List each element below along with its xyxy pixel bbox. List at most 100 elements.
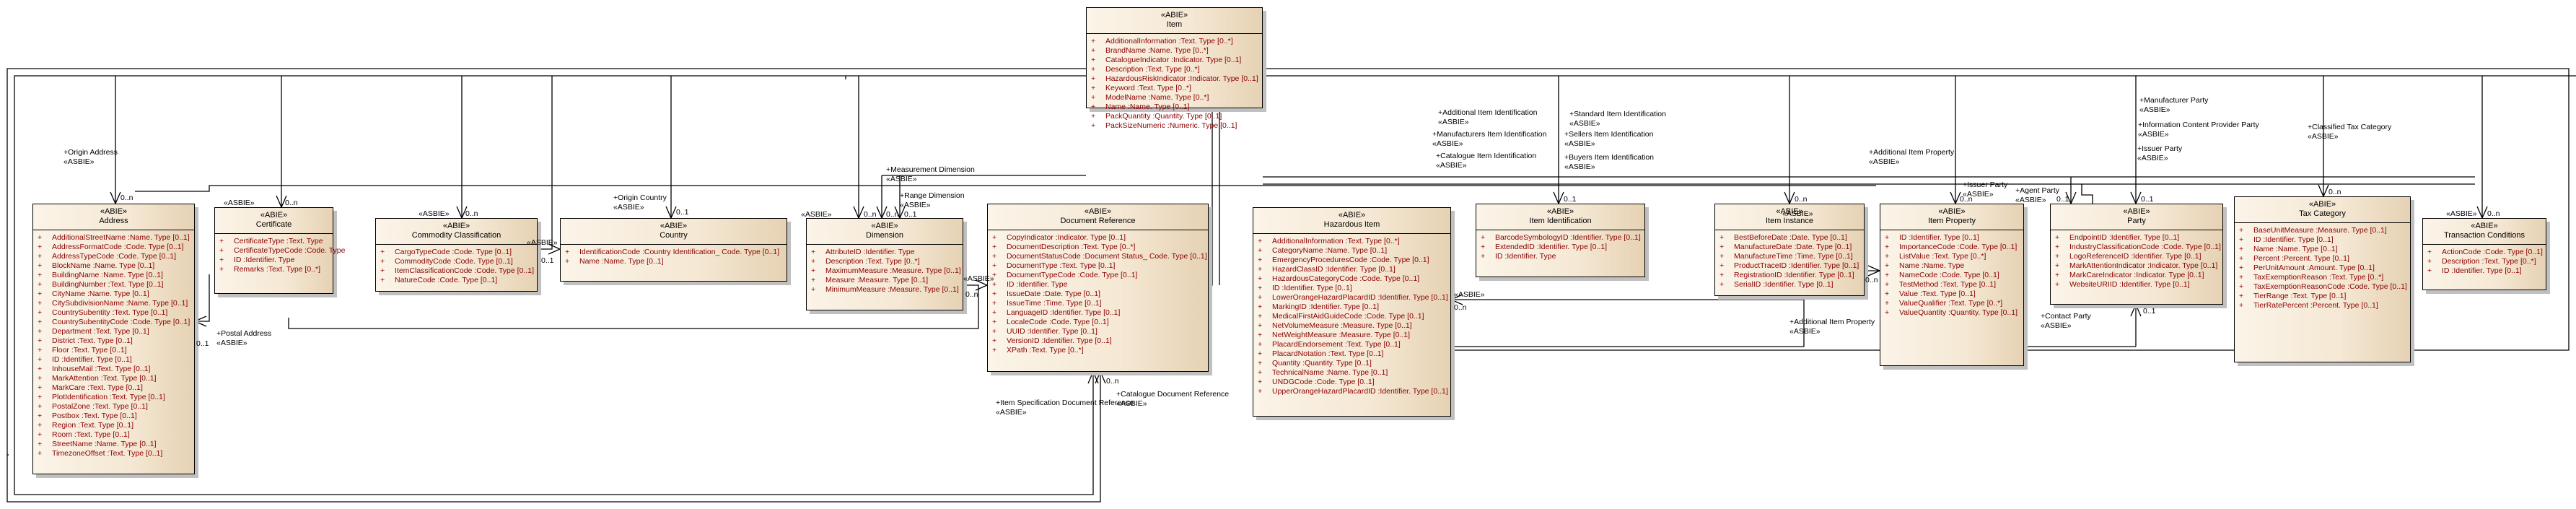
attribute-row[interactable]: +AddressTypeCode :Code. Type [0..1] (38, 252, 190, 261)
class-iteminst[interactable]: «ABIE»Item Instance+BestBeforeDate :Date… (1714, 204, 1865, 296)
class-hazard[interactable]: «ABIE»Hazardous Item+AdditionalInformati… (1253, 207, 1451, 417)
attribute-row[interactable]: +PlacardEndorsement :Text. Type [0..1] (1258, 340, 1446, 349)
attribute-row[interactable]: +UpperOrangeHazardPlacardID :Identifier.… (1258, 387, 1448, 396)
attribute-row[interactable]: +Floor :Text. Type [0..1] (38, 346, 190, 355)
attribute-row[interactable]: +IssueTime :Time. Type [0..1] (992, 299, 1204, 308)
attribute-row[interactable]: +BuildingName :Name. Type [0..1] (38, 271, 190, 280)
attribute-row[interactable]: +CityName :Name. Type [0..1] (38, 290, 190, 299)
attribute-row[interactable]: +CategoryName :Name. Type [0..1] (1258, 246, 1446, 256)
attribute-row[interactable]: +Name :Name. Type [0..1] (2239, 245, 2406, 254)
class-tax[interactable]: «ABIE»Tax Category+BaseUnitMeasure :Meas… (2234, 196, 2411, 362)
attribute-row[interactable]: +AdditionalStreetName :Name. Type [0..1] (38, 233, 190, 243)
attribute-row[interactable]: +CitySubdivisionName :Name. Type [0..1] (38, 299, 190, 308)
attribute-row[interactable]: +BestBeforeDate :Date. Type [0..1] (1719, 233, 1859, 243)
attribute-row[interactable]: +IdentificationCode :Country Identificat… (565, 248, 782, 257)
attribute-row[interactable]: +NameCode :Code. Type [0..1] (1885, 271, 2019, 280)
class-country[interactable]: «ABIE»Country+IdentificationCode :Countr… (560, 218, 787, 282)
attribute-row[interactable]: +MarkAttentionIndicator :Indicator. Type… (2055, 261, 2218, 271)
attribute-row[interactable]: +Remarks :Text. Type [0..*] (219, 265, 328, 274)
attribute-row[interactable]: +AddressFormatCode :Code. Type [0..1] (38, 243, 190, 252)
association-line[interactable] (538, 76, 553, 250)
attribute-row[interactable]: +IndustryClassificationCode :Code. Type … (2055, 243, 2221, 252)
attribute-row[interactable]: +BarcodeSymbologyID :Identifier. Type [0… (1481, 233, 1641, 243)
attribute-row[interactable]: +CertificateType :Text. Type (219, 237, 328, 246)
attribute-row[interactable]: +AttributeID :Identifier. Type (811, 248, 958, 257)
attribute-row[interactable]: +EmergencyProceduresCode :Code. Type [0.… (1258, 256, 1446, 265)
attribute-row[interactable]: +PackQuantity :Quantity. Type [0..1] (1091, 112, 1258, 121)
attribute-row[interactable]: +HazardClassID :Identifier. Type [0..1] (1258, 265, 1446, 274)
attribute-row[interactable]: +Value :Text. Type [0..1] (1885, 290, 2019, 299)
attribute-row[interactable]: +ValueQualifier :Text. Type [0..*] (1885, 299, 2019, 308)
attribute-row[interactable]: +HazardousCategoryCode :Code. Type [0..1… (1258, 274, 1446, 284)
attribute-row[interactable]: +TestMethod :Text. Type [0..1] (1885, 280, 2019, 290)
attribute-row[interactable]: +PerUnitAmount :Amount. Type [0..1] (2239, 264, 2406, 273)
attribute-row[interactable]: +ProductTraceID :Identifier. Type [0..1] (1719, 261, 1859, 271)
class-transcond[interactable]: «ABIE»Transaction Conditions+ActionCode … (2422, 218, 2546, 290)
attribute-row[interactable]: +PackSizeNumeric :Numeric. Type [0..1] (1091, 121, 1258, 131)
attribute-row[interactable]: +ManufactureTime :Time. Type [0..1] (1719, 252, 1859, 261)
attribute-row[interactable]: +CargoTypeCode :Code. Type [0..1] (380, 248, 533, 257)
attribute-row[interactable]: +UNDGCode :Code. Type [0..1] (1258, 378, 1446, 387)
attribute-row[interactable]: +DocumentTypeCode :Code. Type [0..1] (992, 271, 1204, 280)
attribute-row[interactable]: +CatalogueIndicator :Indicator. Type [0.… (1091, 56, 1258, 65)
attribute-row[interactable]: +Description :Text. Type [0..*] (811, 257, 958, 266)
attribute-row[interactable]: +TechnicalName :Name. Type [0..1] (1258, 368, 1446, 378)
attribute-row[interactable]: +ImportanceCode :Code. Type [0..1] (1885, 243, 2019, 252)
attribute-row[interactable]: +Region :Text. Type [0..1] (38, 421, 190, 430)
attribute-row[interactable]: +ID :Identifier. Type [0..1] (2427, 266, 2541, 276)
attribute-row[interactable]: +LocaleCode :Code. Type [0..1] (992, 318, 1204, 327)
association-line[interactable] (14, 372, 1094, 495)
attribute-row[interactable]: +NetVolumeMeasure :Measure. Type [0..1] (1258, 321, 1446, 331)
attribute-row[interactable]: +StreetName :Name. Type [0..1] (38, 440, 190, 449)
attribute-row[interactable]: +CommodityCode :Code. Type [0..1] (380, 257, 533, 266)
attribute-row[interactable]: +MinimumMeasure :Measure. Type [0..1] (811, 285, 959, 295)
attribute-row[interactable]: +DocumentStatusCode :Document Status_ Co… (992, 252, 1207, 261)
attribute-row[interactable]: +Postbox :Text. Type [0..1] (38, 412, 190, 421)
attribute-row[interactable]: +SerialID :Identifier. Type [0..1] (1719, 280, 1859, 290)
attribute-row[interactable]: +PlacardNotation :Text. Type [0..1] (1258, 349, 1446, 359)
attribute-row[interactable]: +ExtendedID :Identifier. Type [0..1] (1481, 243, 1640, 252)
attribute-row[interactable]: +Room :Text. Type [0..1] (38, 430, 190, 440)
frame-line-outer[interactable] (6, 68, 1086, 455)
attribute-row[interactable]: +ID :Identifier. Type [0..1] (1258, 284, 1446, 293)
class-docref[interactable]: «ABIE»Document Reference+CopyIndicator :… (987, 204, 1209, 372)
frame-line-inner[interactable] (14, 75, 1086, 462)
attribute-row[interactable]: +BaseUnitMeasure :Measure. Type [0..1] (2239, 226, 2406, 235)
attribute-row[interactable]: +CertificateTypeCode :Code. Type (219, 246, 345, 256)
attribute-row[interactable]: +Measure :Measure. Type [0..1] (811, 276, 958, 285)
attribute-row[interactable]: +ValueQuantity :Quantity. Type [0..1] (1885, 308, 2019, 318)
attribute-row[interactable]: +EndpointID :Identifier. Type [0..1] (2055, 233, 2218, 243)
attribute-row[interactable]: +HazardousRiskIndicator :Indicator. Type… (1091, 74, 1258, 84)
attribute-row[interactable]: +BlockName :Name. Type [0..1] (38, 261, 190, 271)
class-itemid[interactable]: «ABIE»Item Identification+BarcodeSymbolo… (1476, 204, 1645, 277)
attribute-row[interactable]: +LogoReferenceID :Identifier. Type [0..1… (2055, 252, 2218, 261)
attribute-row[interactable]: +MarkingID :Identifier. Type [0..1] (1258, 303, 1446, 312)
attribute-row[interactable]: +CountrySubentityCode :Code. Type [0..1] (38, 318, 190, 327)
attribute-row[interactable]: +MaximumMeasure :Measure. Type [0..1] (811, 266, 961, 276)
attribute-row[interactable]: +ID :Identifier. Type [0..1] (38, 355, 190, 365)
attribute-row[interactable]: +TimezoneOffset :Text. Type [0..1] (38, 449, 190, 458)
attribute-row[interactable]: +ItemClassificationCode :Code. Type [0..… (380, 266, 534, 276)
attribute-row[interactable]: +DocumentDescription :Text. Type [0..*] (992, 243, 1204, 252)
attribute-row[interactable]: +LowerOrangeHazardPlacardID :Identifier.… (1258, 293, 1448, 303)
association-line[interactable] (288, 284, 979, 329)
attribute-row[interactable]: +Description :Text. Type [0..*] (1091, 65, 1258, 74)
attribute-row[interactable]: +ID :Identifier. Type [0..1] (2239, 235, 2406, 245)
attribute-row[interactable]: +InhouseMail :Text. Type [0..1] (38, 365, 190, 374)
attribute-row[interactable]: +TaxExemptionReason :Text. Type [0..*] (2239, 273, 2406, 282)
attribute-row[interactable]: +ID :Identifier. Type (219, 256, 328, 265)
attribute-row[interactable]: +RegistrationID :Identifier. Type [0..1] (1719, 271, 1859, 280)
association-line[interactable] (6, 372, 1101, 503)
attribute-row[interactable]: +MarkCare :Text. Type [0..1] (38, 383, 190, 393)
attribute-row[interactable]: +Department :Text. Type [0..1] (38, 327, 190, 336)
association-line[interactable] (2081, 184, 2093, 204)
attribute-row[interactable]: +XPath :Text. Type [0..*] (992, 346, 1204, 355)
attribute-row[interactable]: +IssueDate :Date. Type [0..1] (992, 290, 1204, 299)
attribute-row[interactable]: +WebsiteURIID :Identifier. Type [0..1] (2055, 280, 2218, 290)
attribute-row[interactable]: +AdditionalInformation :Text. Type [0..*… (1091, 37, 1258, 46)
class-certificate[interactable]: «ABIE»Certificate+CertificateType :Text.… (214, 207, 345, 294)
association-line[interactable] (135, 185, 1876, 192)
attribute-row[interactable]: +TaxExemptionReasonCode :Code. Type [0..… (2239, 282, 2407, 292)
attribute-row[interactable]: +PostalZone :Text. Type [0..1] (38, 402, 190, 412)
attribute-row[interactable]: +MarkCareIndicator :Indicator. Type [0..… (2055, 271, 2218, 280)
